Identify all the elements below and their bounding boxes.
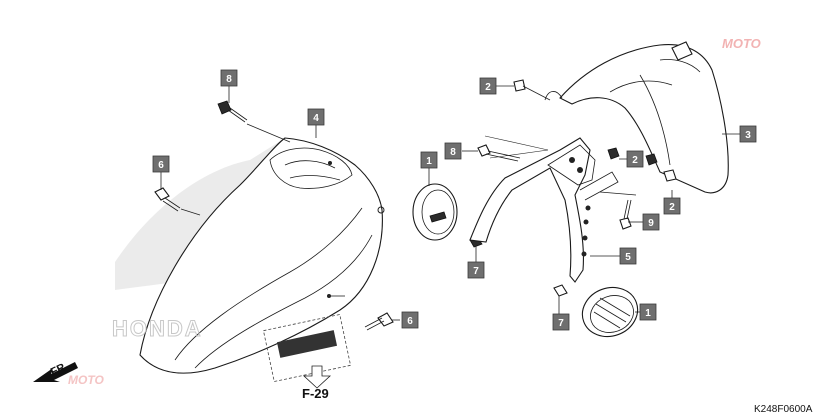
decal-reference: F-29 — [262, 313, 352, 401]
callout-7-upper[interactable]: 7 — [467, 261, 485, 279]
callout-1-lower[interactable]: 1 — [639, 303, 657, 321]
watermark-top-right: MOTO — [722, 36, 761, 51]
bolt-2-top — [513, 79, 526, 92]
svg-text:6: 6 — [158, 160, 164, 171]
callout-9[interactable]: 9 — [642, 213, 660, 231]
callout-8-top-left[interactable]: 8 — [220, 69, 238, 87]
bolt-8-left — [217, 100, 248, 123]
fender-emblem: HONDA — [112, 316, 203, 341]
svg-text:1: 1 — [426, 156, 432, 167]
watermark-bottom-left: MOTO — [68, 373, 104, 387]
bolt-8-right — [477, 144, 521, 162]
bolt-2-mid — [607, 147, 658, 166]
svg-text:2: 2 — [485, 82, 491, 93]
callout-1-upper[interactable]: 1 — [420, 151, 438, 169]
callout-2-top[interactable]: 2 — [479, 77, 497, 95]
callout-2-right[interactable]: 2 — [663, 197, 681, 215]
callout-6-left[interactable]: 6 — [152, 155, 170, 173]
svg-text:3: 3 — [745, 130, 751, 141]
svg-text:6: 6 — [407, 316, 413, 327]
callout-3[interactable]: 3 — [739, 125, 757, 143]
reflector-lower — [581, 286, 639, 338]
nut-7-lower — [553, 284, 568, 297]
callout-8-right[interactable]: 8 — [444, 142, 462, 160]
svg-text:1: 1 — [645, 308, 651, 319]
svg-text:5: 5 — [625, 252, 631, 263]
front-direction-arrow: FR. — [33, 360, 78, 382]
stay-bracket — [469, 137, 619, 283]
diagram-code: K248F0600A — [754, 404, 813, 415]
direction-label: FR. — [49, 360, 70, 378]
bolt-6-left — [154, 187, 181, 212]
svg-text:4: 4 — [313, 113, 319, 124]
inner-fender — [544, 41, 729, 194]
leader-lines — [160, 85, 740, 321]
callout-6-lower[interactable]: 6 — [401, 311, 419, 329]
bolt-6-lower — [364, 312, 394, 331]
svg-text:2: 2 — [669, 202, 675, 213]
svg-text:9: 9 — [648, 218, 654, 229]
callout-5[interactable]: 5 — [619, 247, 637, 265]
svg-text:7: 7 — [558, 318, 564, 329]
bolt-9 — [619, 199, 632, 230]
reference-label: F-29 — [302, 386, 329, 401]
svg-text:8: 8 — [450, 147, 456, 158]
callout-7-lower[interactable]: 7 — [552, 313, 570, 331]
reflector-upper — [412, 183, 458, 241]
callout-2-mid[interactable]: 2 — [626, 150, 644, 168]
bolt-2-right — [663, 169, 677, 182]
svg-text:8: 8 — [226, 74, 232, 85]
front-fender: HONDA — [112, 137, 385, 374]
svg-text:2: 2 — [632, 155, 638, 166]
callout-4[interactable]: 4 — [307, 108, 325, 126]
svg-text:7: 7 — [473, 266, 479, 277]
